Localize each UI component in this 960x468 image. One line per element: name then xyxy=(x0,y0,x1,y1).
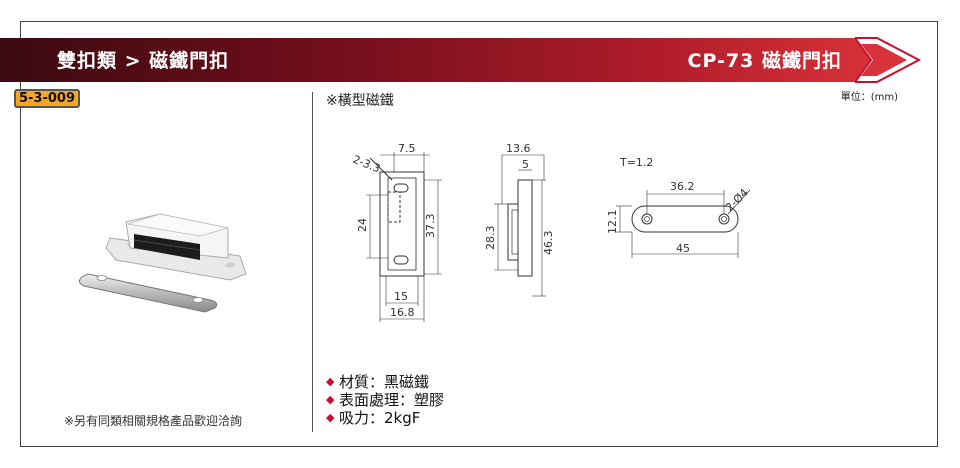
page-frame xyxy=(20,21,938,447)
front-inner-height: 24 xyxy=(356,218,369,232)
diamond-bullet-icon: ◆ xyxy=(326,375,335,388)
side-depth-inner: 5 xyxy=(522,158,529,171)
spec-item: ◆ 材質：黑磁鐵 xyxy=(326,373,444,391)
front-base-inner-width: 15 xyxy=(394,290,408,303)
plate-thickness: T=1.2 xyxy=(619,156,653,169)
front-base-total-width: 16.8 xyxy=(390,306,415,319)
side-depth-total: 13.6 xyxy=(506,142,531,155)
breadcrumb: 雙扣類 > 磁鐵門扣 xyxy=(57,50,230,72)
plate-hole-label: 2-Ø4 xyxy=(723,186,751,214)
spec-text: 材質：黑磁鐵 xyxy=(339,373,430,391)
spec-item: ◆ 表面處理：塑膠 xyxy=(326,391,444,409)
product-title: CP-73 磁鐵門扣 xyxy=(687,50,842,72)
technical-drawing: 2-3.3 7.5 24 37.3 15 16.8 13.6 5 28.3 46… xyxy=(351,142,751,322)
spec-text: 表面處理：塑膠 xyxy=(339,391,445,409)
side-height-inner: 28.3 xyxy=(484,226,497,251)
section-title: ※橫型磁鐵 xyxy=(326,93,394,109)
unit-label: 單位：(mm) xyxy=(840,92,898,103)
front-view xyxy=(366,152,442,322)
spec-item: ◆ 吸力：2kgF xyxy=(326,409,444,427)
banner-bar xyxy=(0,38,875,82)
spec-text: 吸力：2kgF xyxy=(339,409,421,427)
diamond-bullet-icon: ◆ xyxy=(326,393,335,406)
side-view xyxy=(494,154,546,297)
banner-arrow-icon xyxy=(855,37,922,83)
front-top-width: 7.5 xyxy=(398,142,416,155)
product-photo xyxy=(78,213,247,313)
plate-view xyxy=(616,189,751,258)
vertical-divider xyxy=(312,92,313,432)
footer-note: ※另有同類相關規格產品歡迎洽詢 xyxy=(64,414,243,428)
diamond-bullet-icon: ◆ xyxy=(326,411,335,424)
front-hole-label: 2-3.3 xyxy=(351,153,382,176)
plate-length: 45 xyxy=(676,242,690,255)
product-code-badge: 5-3-009 xyxy=(14,89,80,108)
side-height-total: 46.3 xyxy=(542,231,555,256)
plate-height: 12.1 xyxy=(606,210,619,235)
front-total-height: 37.3 xyxy=(424,214,437,239)
spec-list: ◆ 材質：黑磁鐵 ◆ 表面處理：塑膠 ◆ 吸力：2kgF xyxy=(326,373,444,427)
header-banner: 雙扣類 > 磁鐵門扣 CP-73 磁鐵門扣 xyxy=(0,37,960,83)
plate-hole-spacing: 36.2 xyxy=(670,180,695,193)
